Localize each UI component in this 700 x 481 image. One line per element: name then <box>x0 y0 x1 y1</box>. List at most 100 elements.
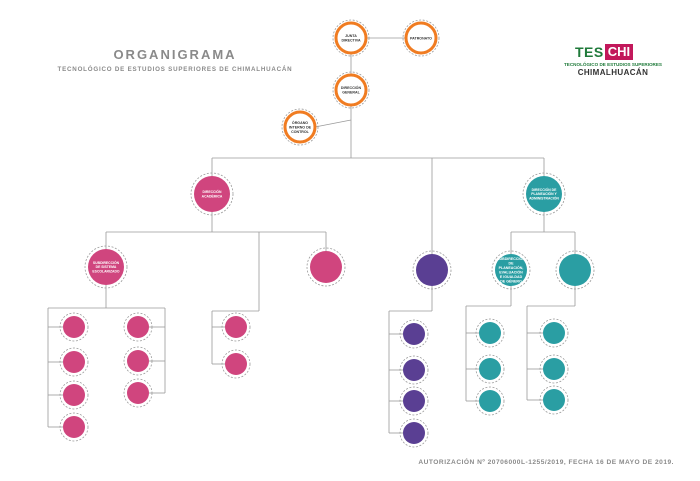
teschi-logo: TES CHI TECNOLÓGICO DE ESTUDIOS SUPERIOR… <box>563 44 663 84</box>
node-dashed-ring <box>59 380 89 410</box>
node-dashed-ring <box>123 378 153 408</box>
node-circle <box>127 382 149 404</box>
node-circle <box>63 351 85 373</box>
org-node-a6[interactable] <box>123 346 153 376</box>
logo-institution: TECNOLÓGICO DE ESTUDIOS SUPERIORES <box>563 62 662 67</box>
node-dashed-ring <box>123 312 153 342</box>
node-circle <box>543 358 565 380</box>
connector-line <box>314 119 352 128</box>
node-dashed-ring <box>475 354 505 384</box>
org-node-c1[interactable] <box>399 319 429 349</box>
node-circle <box>88 249 124 285</box>
node-circle <box>403 422 425 444</box>
node-dashed-ring <box>402 19 440 57</box>
node-circle <box>225 316 247 338</box>
node-dashed-ring <box>306 247 346 287</box>
node-circle <box>334 73 368 107</box>
node-circle <box>559 254 591 286</box>
org-node-a2[interactable] <box>59 347 89 377</box>
org-node-e1[interactable] <box>539 318 569 348</box>
node-dashed-ring <box>59 412 89 442</box>
node-dashed-ring <box>399 355 429 385</box>
node-circle <box>403 359 425 381</box>
node-circle <box>495 254 527 286</box>
node-dashed-ring <box>281 108 319 146</box>
node-dashed-ring <box>123 346 153 376</box>
node-dashed-ring <box>539 385 569 415</box>
node-circle <box>403 390 425 412</box>
org-node-a3[interactable] <box>59 380 89 410</box>
logo-wordmark: TES CHI <box>575 44 634 60</box>
org-node-c2[interactable] <box>399 355 429 385</box>
authorization-note: AUTORIZACIÓN Nº 20706000L-1255/2019, FEC… <box>418 459 674 466</box>
node-dashed-ring <box>59 347 89 377</box>
org-node-subdireccion-administracion[interactable] <box>555 250 595 290</box>
node-circle <box>334 21 368 55</box>
logo-tes: TES <box>575 44 604 60</box>
org-node-b1[interactable] <box>221 312 251 342</box>
node-label: PATRONATO <box>410 36 432 40</box>
org-node-a1[interactable] <box>59 312 89 342</box>
node-circle <box>63 384 85 406</box>
node-circle <box>63 316 85 338</box>
node-dashed-ring <box>475 318 505 348</box>
node-dashed-ring <box>59 312 89 342</box>
node-circle <box>127 316 149 338</box>
node-dashed-ring <box>399 386 429 416</box>
node-dashed-ring <box>221 312 251 342</box>
org-node-a4[interactable] <box>59 412 89 442</box>
org-node-unidad-juridica[interactable] <box>412 250 452 290</box>
org-node-c3[interactable] <box>399 386 429 416</box>
org-node-b2[interactable] <box>221 349 251 379</box>
node-dashed-ring <box>522 172 566 216</box>
node-circle <box>479 322 501 344</box>
org-node-e3[interactable] <box>539 385 569 415</box>
node-dashed-ring <box>475 386 505 416</box>
org-node-a7[interactable] <box>123 378 153 408</box>
node-circle <box>416 254 448 286</box>
logo-city: CHIMALHUACÁN <box>577 68 649 77</box>
org-node-a5[interactable] <box>123 312 153 342</box>
org-node-c4[interactable] <box>399 418 429 448</box>
node-circle <box>403 323 425 345</box>
org-connectors <box>47 37 576 434</box>
org-node-d1[interactable] <box>475 318 505 348</box>
node-dashed-ring <box>412 250 452 290</box>
node-dashed-ring <box>399 319 429 349</box>
node-dashed-ring <box>84 245 128 289</box>
node-circle <box>194 176 230 212</box>
org-node-d3[interactable] <box>475 386 505 416</box>
node-circle <box>404 21 438 55</box>
org-node-subdireccion-estudios[interactable] <box>306 247 346 287</box>
node-dashed-ring <box>190 172 234 216</box>
node-circle <box>479 358 501 380</box>
node-circle <box>543 322 565 344</box>
node-circle <box>283 110 317 144</box>
node-circle <box>310 251 342 283</box>
org-node-d2[interactable] <box>475 354 505 384</box>
page-title: ORGANIGRAMA <box>113 47 237 62</box>
node-dashed-ring <box>221 349 251 379</box>
org-node-e2[interactable] <box>539 354 569 384</box>
node-circle <box>526 176 562 212</box>
page-subtitle: TECNOLÓGICO DE ESTUDIOS SUPERIORES DE CH… <box>57 66 293 73</box>
node-dashed-ring <box>539 318 569 348</box>
node-dashed-ring <box>399 418 429 448</box>
org-node-patronato[interactable]: PATRONATO <box>402 19 440 57</box>
node-circle <box>127 350 149 372</box>
